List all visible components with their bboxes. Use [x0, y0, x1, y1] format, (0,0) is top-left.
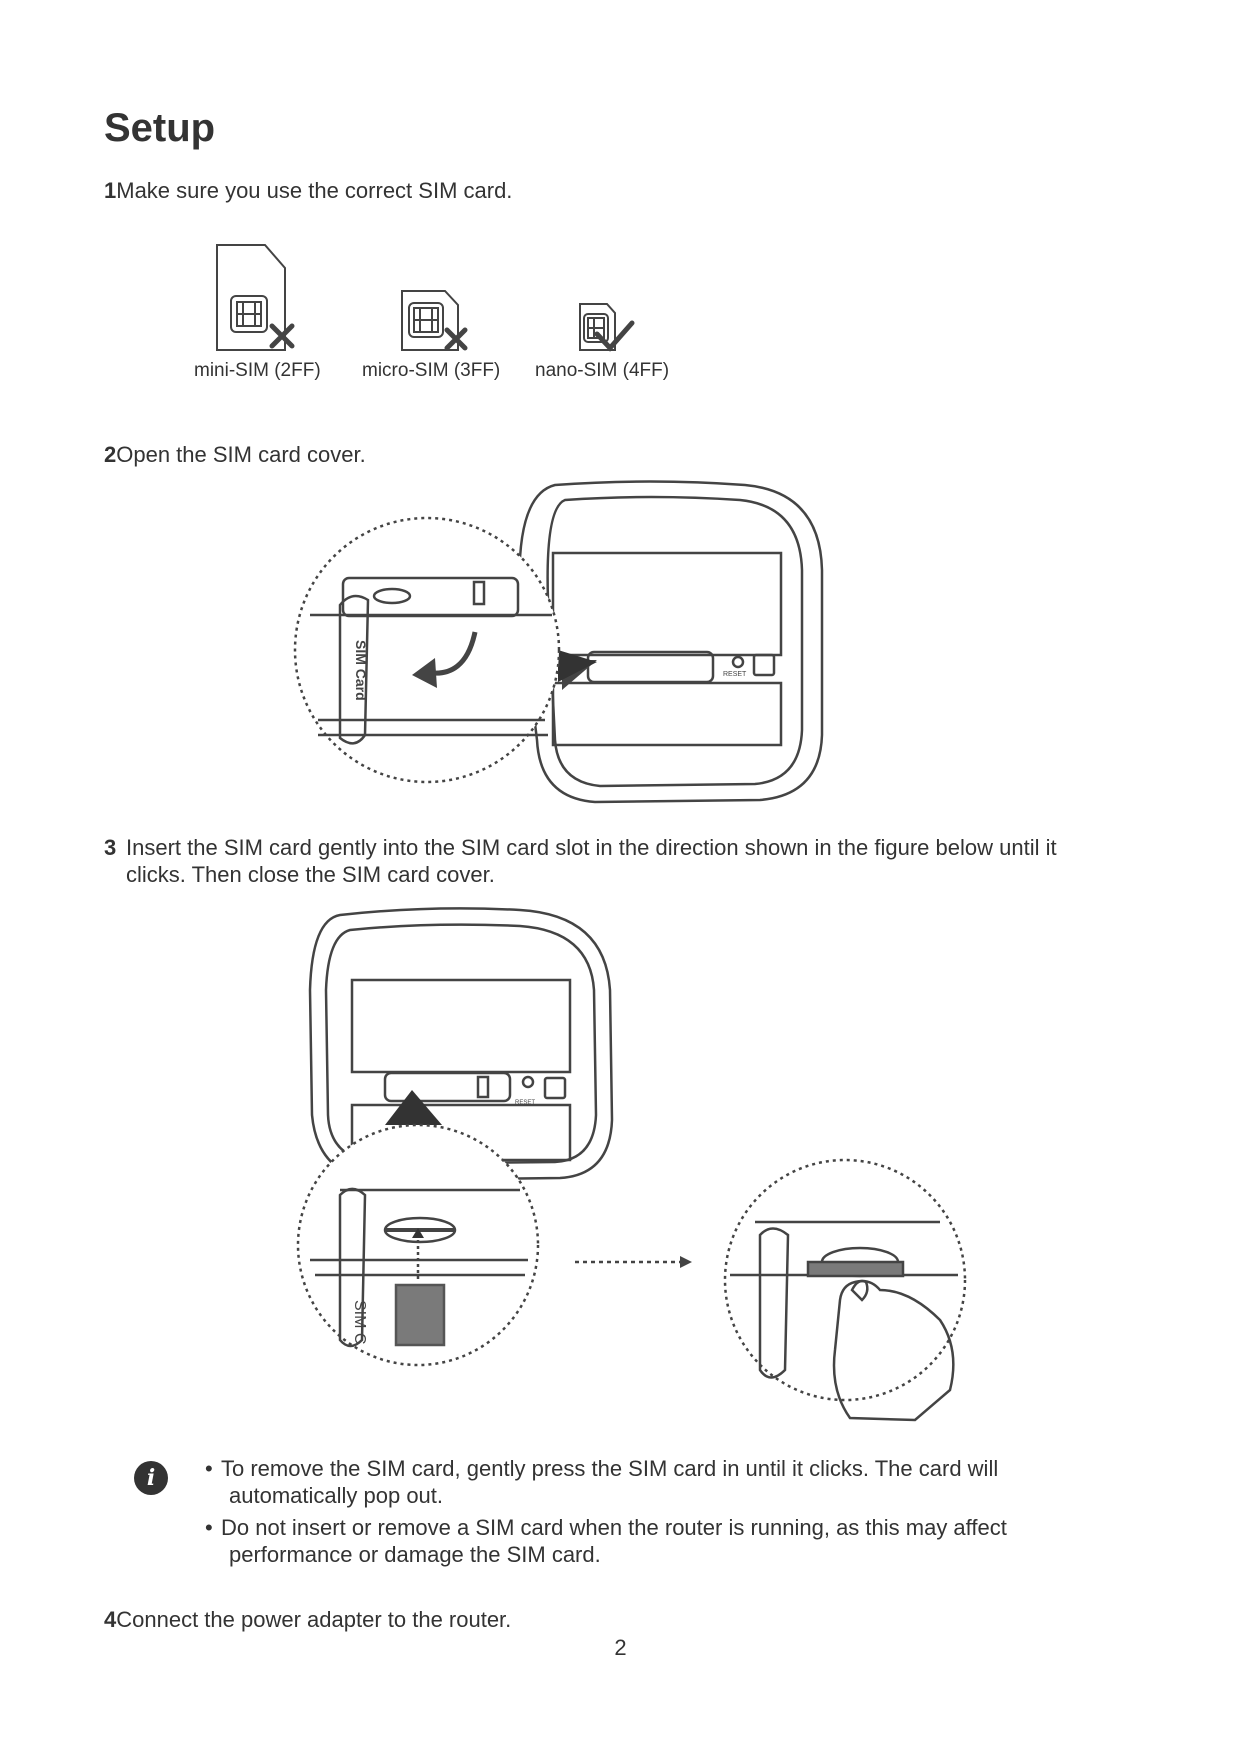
curved-arrow-icon	[412, 658, 437, 688]
step-text: Connect the power adapter to the router.	[116, 1607, 512, 1632]
micro-sim-icon	[401, 290, 459, 351]
step-number: 2	[104, 442, 117, 467]
sim-card-cover-label: SIM Card	[353, 640, 369, 701]
info-icon: i	[134, 1461, 168, 1495]
step-text-line1: Insert the SIM card gently into the SIM …	[126, 835, 1057, 860]
zoom-circle	[293, 516, 561, 784]
page-title: Setup	[104, 106, 216, 150]
cross-icon	[269, 323, 295, 349]
note-text-line1: Do not insert or remove a SIM card when …	[221, 1515, 1007, 1540]
note-text-line2: automatically pop out.	[229, 1483, 444, 1508]
check-icon	[594, 320, 635, 352]
step-3: 3 Insert the SIM card gently into the SIM…	[104, 834, 1104, 888]
step-2: 2Open the SIM card cover.	[104, 441, 366, 468]
note-text-line1: To remove the SIM card, gently press the…	[221, 1456, 999, 1481]
hand-icon	[832, 1279, 955, 1422]
step-number: 3	[104, 835, 117, 860]
step-number: 4	[104, 1607, 117, 1632]
step-number: 1	[104, 178, 117, 203]
nano-sim-icon	[579, 303, 616, 351]
step-text: Open the SIM card cover.	[116, 442, 366, 467]
note-item-1: •To remove the SIM card, gently press th…	[205, 1455, 1065, 1509]
sim-label-mini: mini-SIM (2FF)	[194, 360, 321, 381]
cross-icon	[444, 327, 468, 351]
step-text-line2: clicks. Then close the SIM card cover.	[126, 862, 495, 887]
zoom-circle	[296, 1123, 540, 1367]
page-number: 2	[614, 1635, 627, 1660]
sim-label-micro: micro-SIM (3FF)	[362, 360, 501, 381]
step-text: Make sure you use the correct SIM card.	[116, 178, 513, 203]
router-body	[308, 907, 614, 1182]
reset-label: RESET	[723, 671, 747, 678]
sim-card-cover-label: SIM C	[351, 1300, 368, 1344]
step-1: 1Make sure you use the correct SIM card.	[104, 177, 512, 204]
sim-types-figure	[216, 244, 635, 352]
sim-label-nano: nano-SIM (4FF)	[535, 360, 670, 381]
note-text-line2: performance or damage the SIM card.	[229, 1542, 601, 1567]
reset-label: RESET	[515, 1100, 535, 1106]
sim-cover-flap	[338, 594, 370, 745]
step-4: 4Connect the power adapter to the router…	[104, 1606, 511, 1633]
arrow-right-icon	[680, 1256, 692, 1268]
mini-sim-icon	[216, 244, 286, 351]
note-item-2: •Do not insert or remove a SIM card when…	[205, 1514, 1065, 1568]
